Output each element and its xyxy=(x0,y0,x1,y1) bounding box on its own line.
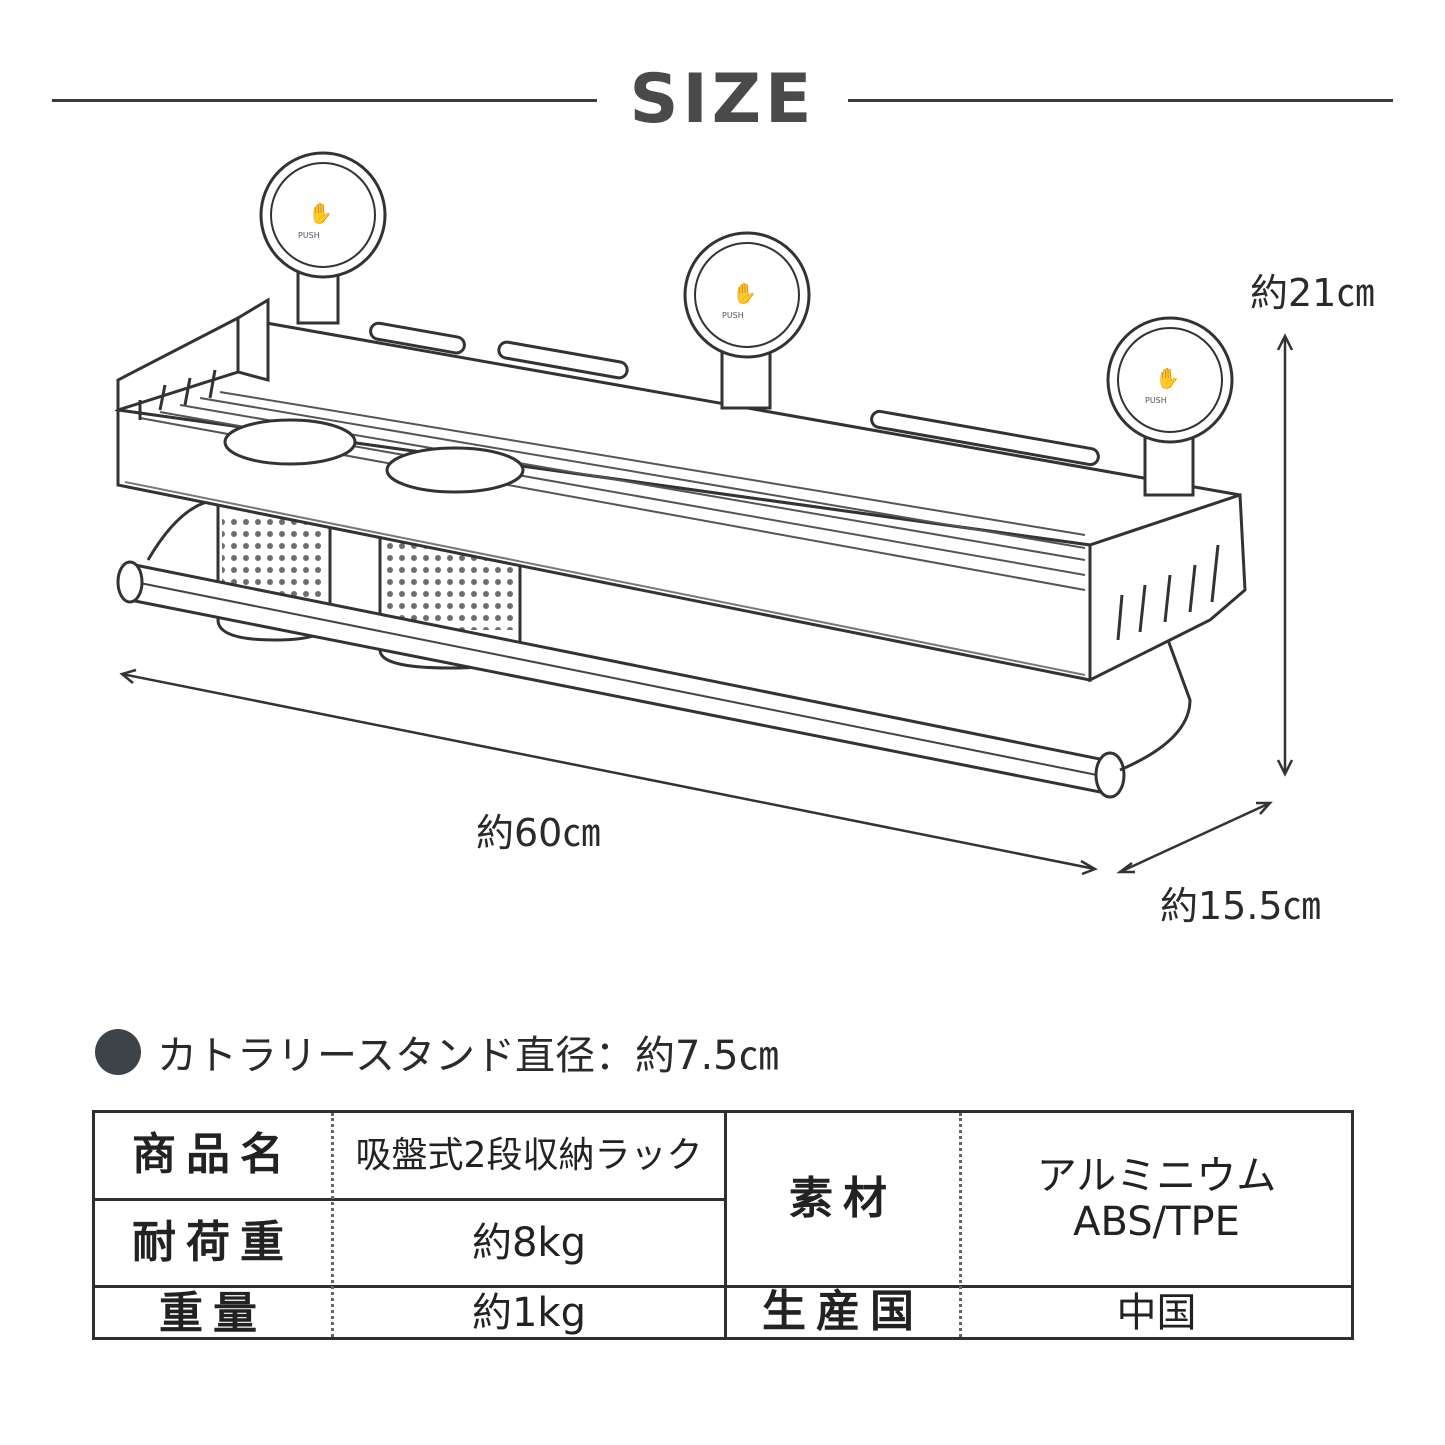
weight-value: 約1kg xyxy=(471,1289,586,1336)
bullet-icon xyxy=(95,1029,141,1075)
height-arrow xyxy=(1276,333,1294,777)
svg-text:✋: ✋ xyxy=(308,201,333,225)
title-rule-left xyxy=(52,99,597,102)
width-arrow xyxy=(119,668,1098,876)
load-capacity-label: 耐荷重 xyxy=(132,1216,294,1268)
origin-label: 生産国 xyxy=(762,1286,924,1338)
page-title: SIZE xyxy=(629,60,816,139)
size-header: SIZE xyxy=(0,55,1445,145)
title-rule-right xyxy=(848,99,1393,102)
suction-push-label: PUSH xyxy=(298,231,320,240)
suction-cup-left: ✋ PUSH xyxy=(259,151,387,325)
width-dimension: 約60㎝ xyxy=(476,811,601,855)
product-name-label: 商品名 xyxy=(132,1129,294,1181)
suction-push-label: PUSH xyxy=(1145,396,1167,405)
origin-value: 中国 xyxy=(1116,1289,1197,1336)
spec-table: 商品名 吸盤式2段収納ラック 耐荷重 約8kg 素材 アルミニウム ABS/TP… xyxy=(92,1110,1354,1340)
svg-text:✋: ✋ xyxy=(732,281,757,305)
table-divider-dotted xyxy=(331,1113,334,1337)
weight-label: 重量 xyxy=(159,1288,267,1340)
material-value-line1: アルミニウム xyxy=(1036,1153,1277,1199)
svg-text:✋: ✋ xyxy=(1155,366,1180,390)
material-value-line2: ABS/TPE xyxy=(1073,1199,1240,1245)
suction-cup-middle: ✋ PUSH xyxy=(683,231,811,410)
suction-push-label: PUSH xyxy=(722,311,744,320)
cutlery-note: カトラリースタンド直径：約7.5㎝ xyxy=(95,1027,779,1079)
height-dimension: 約21㎝ xyxy=(1250,271,1375,315)
suction-cup-right: ✋ PUSH xyxy=(1106,316,1234,497)
material-label: 素材 xyxy=(789,1172,897,1224)
table-divider xyxy=(95,1198,724,1201)
table-divider xyxy=(95,1285,1351,1288)
cutlery-diameter-text: カトラリースタンド直径：約7.5㎝ xyxy=(157,1033,779,1079)
material-value: アルミニウム ABS/TPE xyxy=(962,1113,1351,1285)
table-divider-dotted xyxy=(959,1113,962,1337)
depth-dimension: 約15.5㎝ xyxy=(1160,884,1321,928)
product-diagram: ✋ PUSH ✋ PUSH ✋ PUSH xyxy=(114,151,1294,876)
shelf xyxy=(114,297,1247,683)
table-divider xyxy=(724,1113,727,1337)
product-name-value: 吸盤式2段収納ラック xyxy=(355,1134,703,1176)
towel-bar xyxy=(116,498,1192,799)
depth-arrow xyxy=(1116,801,1273,874)
load-capacity-value: 約8kg xyxy=(471,1220,586,1266)
